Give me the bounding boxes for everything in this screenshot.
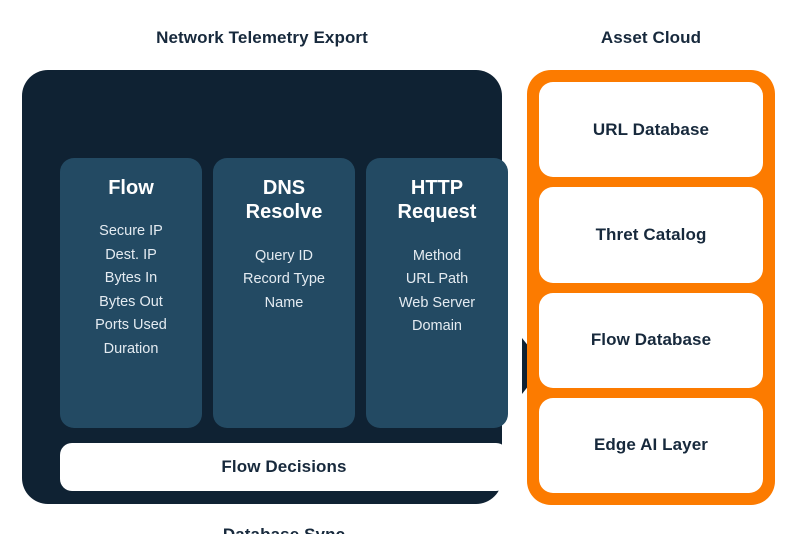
asset-card-label: Thret Catalog: [595, 224, 707, 244]
bar-label: Database Sync: [223, 525, 345, 534]
telemetry-card-row: Flow Secure IP Dest. IP Bytes In Bytes O…: [60, 158, 508, 428]
asset-card-label: Edge AI Layer: [593, 435, 709, 455]
card-title: HTTP Request: [397, 177, 477, 224]
card-field: Method: [412, 247, 462, 264]
card-field-list: Secure IP Dest. IP Bytes In Bytes Out Po…: [66, 220, 196, 361]
bar-label: Flow Decisions: [221, 457, 347, 476]
asset-cloud-panel: URL Database Thret Catalog Flow Database…: [527, 70, 775, 505]
telemetry-panel: Flow Secure IP Dest. IP Bytes In Bytes O…: [22, 70, 544, 534]
card-field: Record Type: [243, 271, 325, 288]
card-title: Flow: [108, 177, 154, 199]
right-section-title: Asset Cloud: [600, 28, 702, 47]
card-field: Web Server Domain: [398, 294, 476, 335]
asset-card-edge-ai-layer[interactable]: Edge AI Layer: [539, 397, 763, 493]
card-field: Dest. IP: [105, 246, 157, 263]
telemetry-card-dns-resolve[interactable]: DNS Resolve Query ID Record Type Name: [213, 158, 355, 428]
card-field: Secure IP: [99, 223, 163, 240]
asset-card-thret-catalog[interactable]: Thret Catalog: [539, 187, 763, 283]
asset-card-label: URL Database: [592, 119, 710, 139]
asset-card-label: Flow Database: [590, 330, 712, 350]
card-field: Name: [264, 294, 304, 311]
asset-card-flow-database[interactable]: Flow Database: [539, 292, 763, 388]
card-title: DNS Resolve: [245, 177, 323, 224]
left-section-title: Network Telemetry Export: [156, 28, 368, 47]
telemetry-card-flow[interactable]: Flow Secure IP Dest. IP Bytes In Bytes O…: [60, 158, 202, 428]
bar-flow-decisions[interactable]: Flow Decisions: [60, 443, 508, 491]
bar-database-sync[interactable]: Database Sync: [60, 511, 508, 534]
card-field: Bytes In: [104, 270, 158, 287]
card-field: Duration: [103, 340, 159, 357]
card-field: Ports Used: [95, 317, 167, 334]
card-field: Query ID: [254, 247, 313, 264]
card-field: Bytes Out: [99, 293, 163, 310]
asset-card-url-database[interactable]: URL Database: [539, 82, 763, 178]
telemetry-card-http-request[interactable]: HTTP Request Method URL Path Web Server …: [366, 158, 508, 428]
card-field: URL Path: [405, 271, 469, 288]
card-field-list: Method URL Path Web Server Domain: [372, 245, 502, 339]
card-field-list: Query ID Record Type Name: [219, 245, 349, 315]
